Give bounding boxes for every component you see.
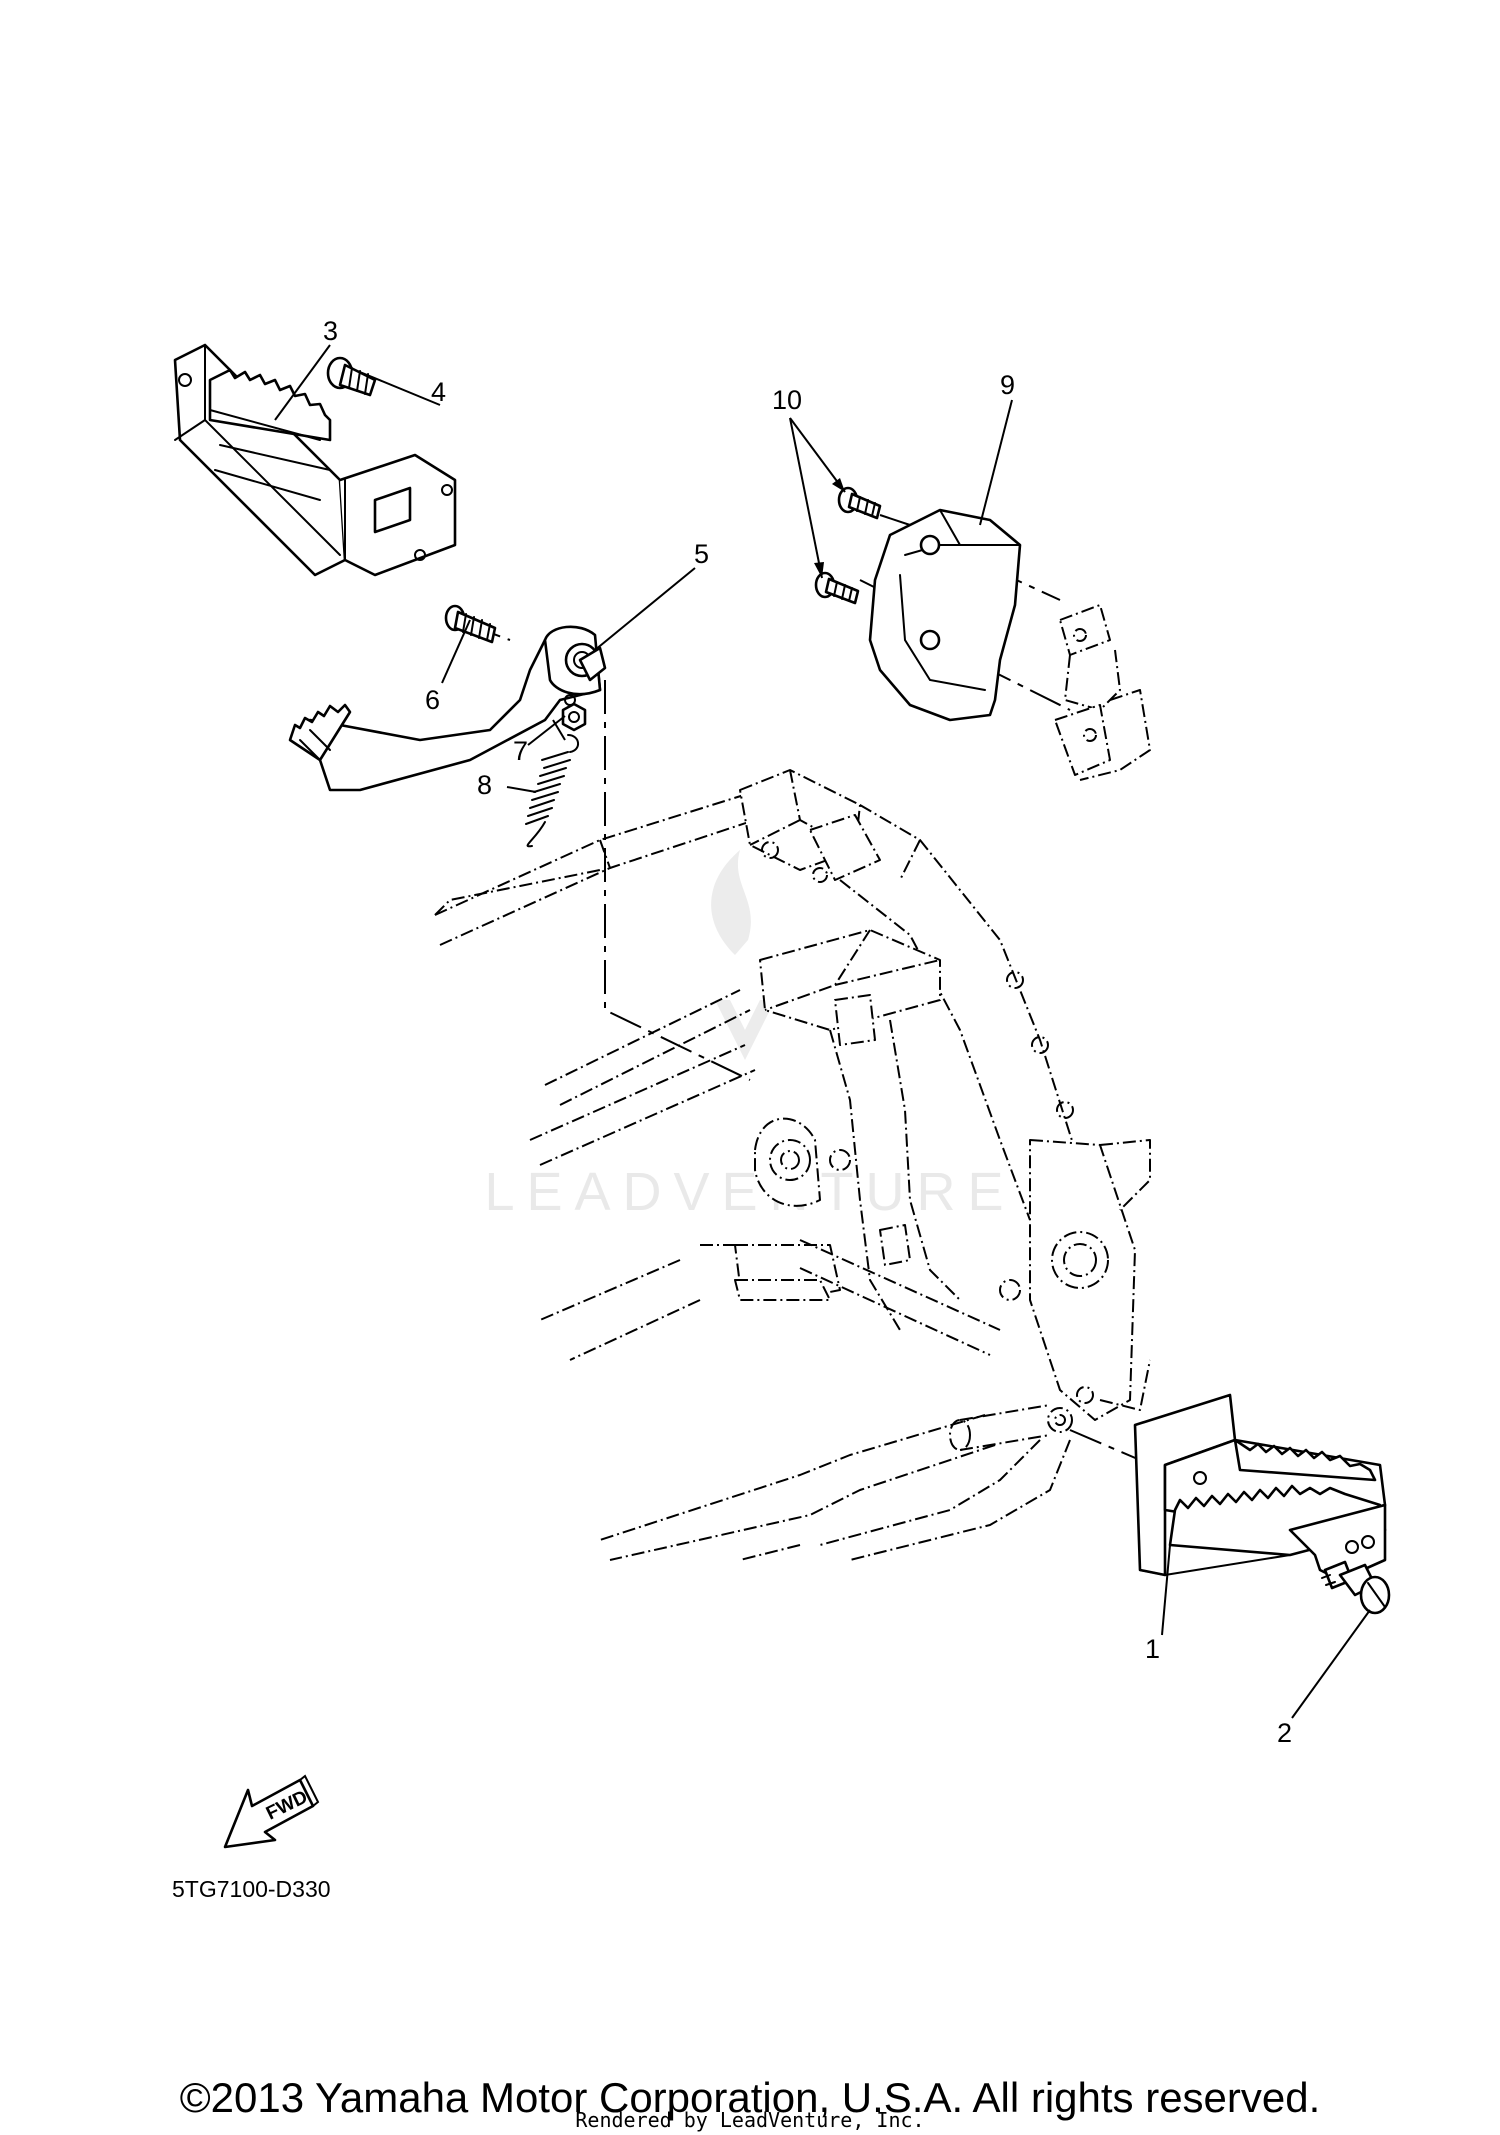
callout-arrowheads (814, 478, 845, 578)
callout-label-8: 8 (477, 770, 492, 800)
nut-7 (561, 702, 587, 732)
copyright-footer: ©2013 Yamaha Motor Corporation, U.S.A. A… (179, 2074, 1321, 2121)
bolt-6 (444, 604, 497, 644)
callout-label-10: 10 (772, 385, 802, 415)
watermark-text: LEADVENTURE (484, 1162, 1015, 1222)
right-footpeg (1133, 1393, 1387, 1582)
watermark-logo-icon (711, 850, 775, 1060)
frame-outline (434, 769, 1151, 1561)
left-footpeg (173, 343, 457, 577)
callout-label-5: 5 (694, 539, 709, 569)
callout-label-4: 4 (431, 377, 446, 407)
bolt-4 (326, 356, 377, 397)
callout-label-9: 9 (1000, 370, 1015, 400)
callout-label-3: 3 (323, 316, 338, 346)
rendered-by-footer: Rendered by LeadVenture, Inc. (575, 2108, 925, 2132)
brake-pedal (288, 625, 607, 792)
guard-bracket (1054, 604, 1151, 781)
diagram-code: 5TG7100-D330 (172, 1876, 331, 1902)
fwd-arrow-icon: FWD (223, 1774, 320, 1849)
heel-guard (868, 508, 1022, 722)
bolt-10-upper (837, 486, 882, 520)
callout-label-1: 1 (1145, 1634, 1160, 1664)
callout-label-6: 6 (425, 685, 440, 715)
spring-8 (525, 734, 579, 848)
callout-leaders (274, 344, 1371, 1719)
callout-label-7: 7 (513, 736, 528, 766)
bolt-10-lower (814, 571, 860, 605)
bolt-2 (1321, 1560, 1391, 1615)
callout-label-2: 2 (1277, 1718, 1292, 1748)
